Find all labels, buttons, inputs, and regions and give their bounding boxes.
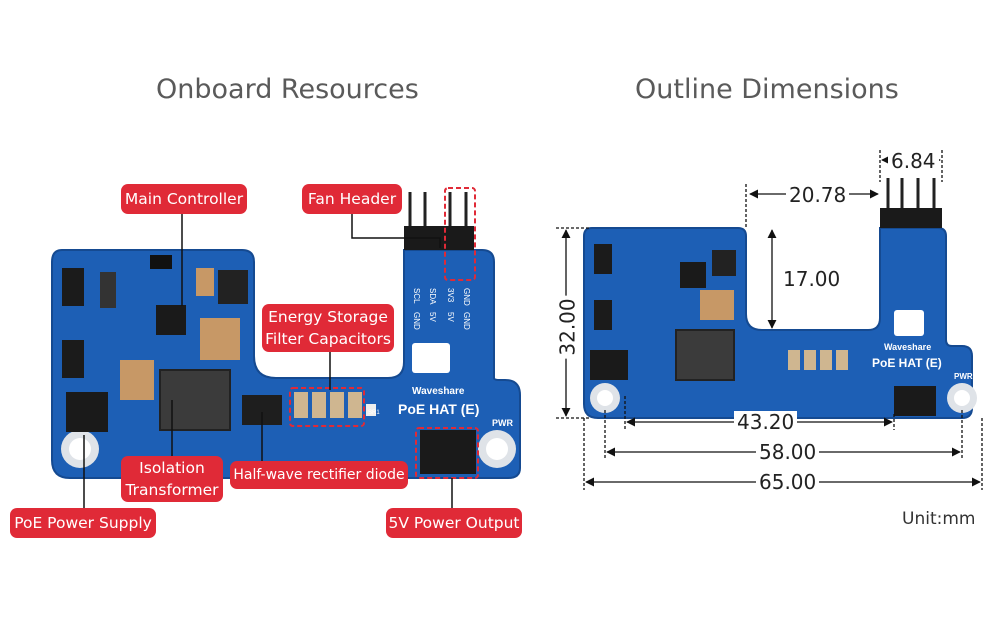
left-pin-label: GND [412,312,421,330]
callout-rectifier: Half-wave rectifier diode [230,461,408,489]
left-pin-label: SDA [428,288,437,305]
left-chip-marking: SR1 [368,410,380,416]
dimension-20-78: 20.78 [786,184,850,206]
right-pcb-board [583,178,977,419]
callout-5v-power-output: 5V Power Output [386,508,522,538]
callout-5v-power-output-text: 5V Power Output [388,514,520,532]
callout-fan-header-text: Fan Header [307,190,397,208]
callout-rectifier-text: Half-wave rectifier diode [233,467,405,483]
left-pcb-board [51,187,521,479]
callout-isolation-line2: Transformer [125,481,219,499]
left-pin-label: SCL [412,288,421,304]
left-model-label: PoE HAT (E) [398,401,480,417]
callout-isolation-line1: Isolation [139,459,205,477]
callout-poe-power-supply: PoE Power Supply [10,508,156,538]
left-pin-label: GND [462,288,471,306]
left-pin-label: GND [462,312,471,330]
left-pin-label: 5V [446,312,455,322]
unit-label: Unit:mm [902,509,976,529]
left-pwr-label: PWR [492,418,513,428]
left-pin-label: 3V3 [446,288,455,303]
right-brand-label: Waveshare [884,342,932,352]
dimension-65-00: 65.00 [756,471,820,493]
dimension-32-00: 32.00 [556,295,580,359]
left-brand-label: Waveshare [412,386,465,397]
right-pwr-label: PWR [954,372,973,381]
callout-connectors [83,214,453,510]
callout-isolation-transformer: Isolation Transformer [121,456,223,502]
callout-main-controller-text: Main Controller [124,190,244,208]
dimension-6-84: 6.84 [888,150,939,172]
callout-poe-power-supply-text: PoE Power Supply [14,514,152,532]
right-model-label: PoE HAT (E) [872,356,942,370]
outline-dimensions-title: Outline Dimensions [635,74,899,105]
callout-energy-storage-line1: Energy Storage [268,308,388,326]
callout-fan-header: Fan Header [302,184,402,214]
dimension-43-20: 43.20 [734,411,798,433]
left-pin-label: 5V [428,312,437,322]
dimension-58-00: 58.00 [756,441,820,463]
callout-energy-storage-line2: Filter Capacitors [265,330,391,348]
onboard-resources-title: Onboard Resources [156,74,419,105]
callout-energy-storage: Energy Storage Filter Capacitors [262,304,394,352]
dimension-17-00: 17.00 [780,268,844,290]
callout-main-controller: Main Controller [121,184,247,214]
